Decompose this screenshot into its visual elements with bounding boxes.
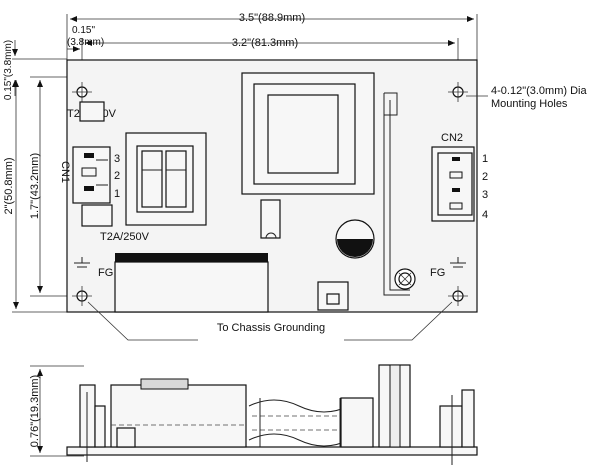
top-view: 3.5"(88.9mm) 3.2"(81.3mm) 0.15" (3.8mm) … [3, 12, 587, 341]
electrolytic-capacitor [335, 219, 375, 259]
mounting-hole-top-left [72, 82, 92, 102]
hole-offset-x-label: 0.15" [72, 25, 95, 36]
connector-cn2 [431, 146, 475, 222]
cn1-pin-1: 1 [114, 188, 120, 200]
hole-spacing-y-label: 1.7"(43.2mm) [29, 153, 41, 219]
hole-offset-y-label: 0.15"(3.8mm) [3, 40, 14, 100]
mounting-hole-top-right [448, 82, 468, 102]
mounting-holes-callout: 4-0.12"(3.0mm) Dia Mounting Holes [466, 85, 587, 110]
side-transformer [110, 378, 247, 448]
connector-cn1 [72, 146, 111, 204]
side-pcb [66, 446, 478, 456]
fuse-top [79, 101, 105, 122]
heatsink-strip [115, 253, 268, 262]
cn1-label: CN1 [59, 161, 71, 183]
fg-left-label: FG [98, 267, 113, 279]
adjust-potentiometer [394, 268, 416, 290]
output-heatsink-bracket [383, 92, 410, 296]
mounting-holes-label-line1: 4-0.12"(3.0mm) Dia [491, 85, 587, 97]
chassis-grounding-leaders: To Chassis Grounding [87, 301, 453, 341]
mounting-hole-bottom-left [72, 286, 92, 306]
mounting-hole-bottom-right [448, 286, 468, 306]
cn2-pin-3: 3 [482, 189, 488, 201]
side-view: 0.76"(19.3mm) [29, 364, 478, 465]
hole-spacing-y-dimension: 1.7"(43.2mm) [29, 80, 43, 293]
mounting-holes-label-line2: Mounting Holes [491, 98, 568, 110]
side-connector-right [439, 389, 475, 465]
hole-offset-x-mm-label: (3.8mm) [67, 37, 104, 48]
small-component-bottom [317, 281, 349, 311]
main-transformer [241, 72, 375, 195]
cn1-pin-3: 3 [114, 153, 120, 165]
overall-height-dimension: 2"(50.8mm) [3, 80, 19, 309]
hole-spacing-x-label: 3.2"(81.3mm) [232, 37, 298, 49]
side-output-heatsink [378, 364, 411, 448]
fg-right-label: FG [430, 267, 445, 279]
fuse-bottom [81, 204, 113, 227]
fuse-bottom-label: T2A/250V [100, 231, 150, 243]
small-component-mid [260, 199, 281, 239]
filter-choke [125, 132, 207, 226]
overall-width-label: 3.5"(88.9mm) [239, 12, 305, 24]
hole-spacing-x-dimension: 3.2"(81.3mm) 0.15" (3.8mm) [67, 25, 455, 52]
heatsink-body [114, 261, 269, 313]
ground-symbol-right [450, 257, 466, 268]
cn2-label: CN2 [441, 132, 463, 144]
cn2-pin-4: 4 [482, 209, 488, 221]
overall-width-dimension: 3.5"(88.9mm) [70, 12, 474, 24]
side-capacitor [340, 397, 374, 448]
chassis-grounding-label: To Chassis Grounding [217, 322, 325, 334]
cn1-pin-2: 2 [114, 170, 120, 182]
side-coil [248, 398, 350, 447]
cn2-pin-1: 1 [482, 153, 488, 165]
profile-height-label: 0.76"(19.3mm) [29, 375, 41, 447]
overall-height-label: 2"(50.8mm) [3, 157, 15, 214]
hole-offset-y-dimension: 0.15"(3.8mm) [3, 40, 18, 100]
side-connector-left [79, 384, 106, 462]
ground-symbol-left [74, 257, 90, 268]
cn2-pin-2: 2 [482, 171, 488, 183]
